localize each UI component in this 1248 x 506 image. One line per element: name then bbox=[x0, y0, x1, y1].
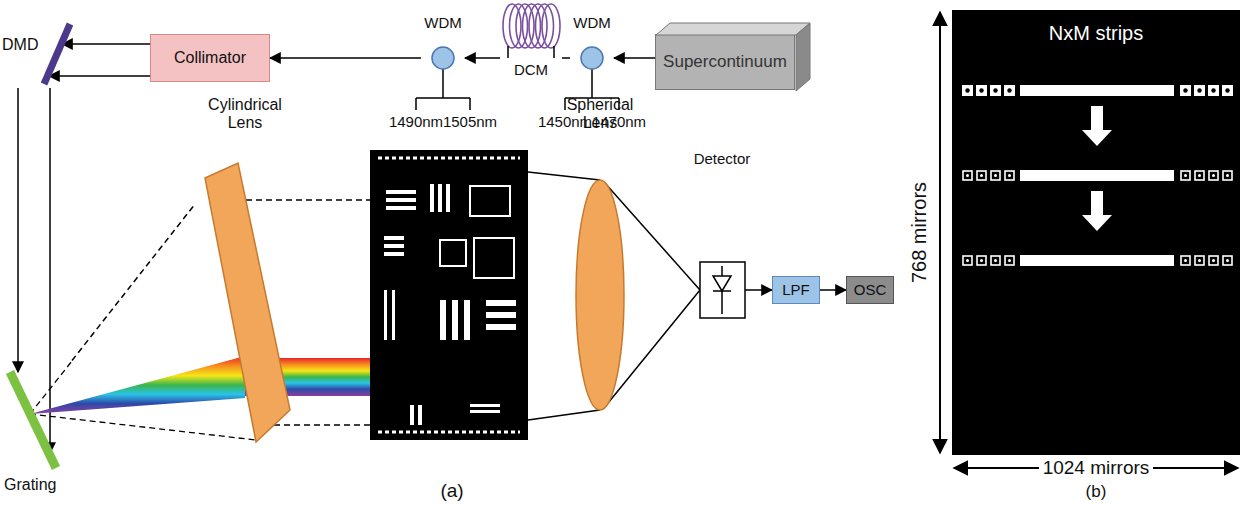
node-label: Detector bbox=[694, 150, 751, 167]
node-label: LPF bbox=[782, 281, 810, 298]
connector bbox=[614, 57, 655, 59]
connector bbox=[17, 88, 19, 372]
wdm-coupler: WDM bbox=[421, 14, 465, 72]
cylindrical-lens: Cylindrical Lens bbox=[195, 96, 295, 446]
spherical-lens: Spherical Lens bbox=[560, 96, 640, 421]
dmd-pattern-panel-shape bbox=[952, 10, 1240, 455]
node-label: Grating bbox=[4, 476, 56, 494]
collimator-box: Collimator bbox=[150, 34, 270, 82]
wdm-coupler: WDM bbox=[570, 14, 614, 72]
dimension-label: 768 mirrors bbox=[908, 181, 931, 282]
node-label: NxM strips bbox=[1049, 22, 1143, 45]
wavelength-label: 1450nm bbox=[538, 113, 592, 130]
dmd-mirror-shape bbox=[0, 20, 62, 88]
connector bbox=[270, 57, 421, 59]
connector bbox=[72, 204, 195, 360]
connector bbox=[465, 57, 500, 59]
dimension-label: 1024 mirrors bbox=[1039, 457, 1154, 479]
dispersed-spectrum bbox=[30, 356, 245, 414]
port-bracket bbox=[416, 69, 470, 110]
connector bbox=[62, 43, 150, 45]
grating: Grating bbox=[2, 372, 72, 494]
node-label: Collimator bbox=[174, 49, 246, 67]
node-label: Cylindrical Lens bbox=[195, 96, 295, 133]
lpf-box: LPF bbox=[772, 276, 820, 304]
dispersed-spectrum bbox=[245, 358, 372, 396]
panel-label: (a) bbox=[440, 480, 463, 502]
panel-label: (b) bbox=[1086, 482, 1107, 502]
beam-dashed bbox=[30, 200, 370, 440]
dmd-pattern-panel: NxM strips bbox=[952, 10, 1240, 455]
beam-line bbox=[528, 172, 700, 420]
cylindrical-lens-shape bbox=[195, 96, 295, 446]
node-label: WDM bbox=[424, 14, 462, 31]
dcm-coil: DCM bbox=[500, 2, 562, 78]
node-label: Supercontinuum bbox=[663, 52, 787, 72]
spherical-lens-shape bbox=[560, 96, 640, 421]
connector bbox=[752, 289, 772, 291]
connector bbox=[820, 289, 846, 291]
beam-line bbox=[604, 182, 700, 290]
oscilloscope-box: OSC bbox=[846, 276, 894, 304]
node-label: DCM bbox=[514, 61, 548, 78]
supercontinuum-source: Supercontinuum bbox=[655, 34, 795, 90]
beam-line bbox=[49, 88, 51, 453]
dmd-mirror: DMD bbox=[0, 20, 62, 88]
wavelength-label: 1505nm bbox=[443, 113, 497, 130]
photodetector: Detector bbox=[692, 150, 752, 322]
dimension-arrow bbox=[939, 12, 941, 453]
connector bbox=[562, 57, 570, 59]
beam-line bbox=[49, 75, 150, 77]
node-label: WDM bbox=[573, 14, 611, 31]
node-label: OSC bbox=[854, 281, 887, 298]
photodetector-shape bbox=[692, 150, 752, 322]
wavelength-label: 1490nm bbox=[389, 113, 443, 130]
node-label: DMD bbox=[2, 36, 38, 54]
wavelength-label: 1470nm bbox=[592, 113, 646, 130]
connector bbox=[640, 223, 692, 282]
resolution-target bbox=[370, 150, 528, 440]
